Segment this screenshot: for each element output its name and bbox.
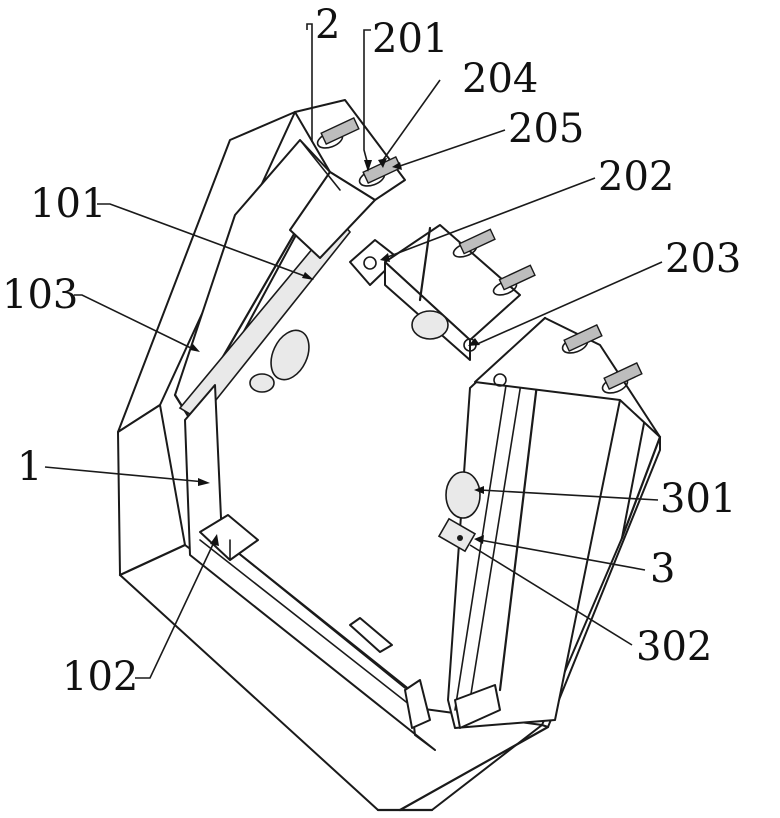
frame-body [118,112,660,810]
label-205: 205 [508,106,584,152]
label-1: 1 [17,444,42,490]
label-202: 202 [598,154,674,200]
label-2: 2 [315,2,340,48]
adjustable-block [385,225,535,360]
label-301: 301 [660,476,736,522]
label-101: 101 [30,181,106,227]
label-201: 201 [372,16,448,62]
roller [412,311,448,339]
reference-labels: 2 201 204 205 202 101 203 103 1 301 3 30… [2,2,741,700]
label-3: 3 [650,546,675,592]
label-302: 302 [636,624,712,670]
label-203: 203 [665,236,741,282]
label-103: 103 [2,272,78,318]
cylinder-301 [446,472,480,518]
label-204: 204 [462,56,538,102]
label-102: 102 [62,654,138,700]
